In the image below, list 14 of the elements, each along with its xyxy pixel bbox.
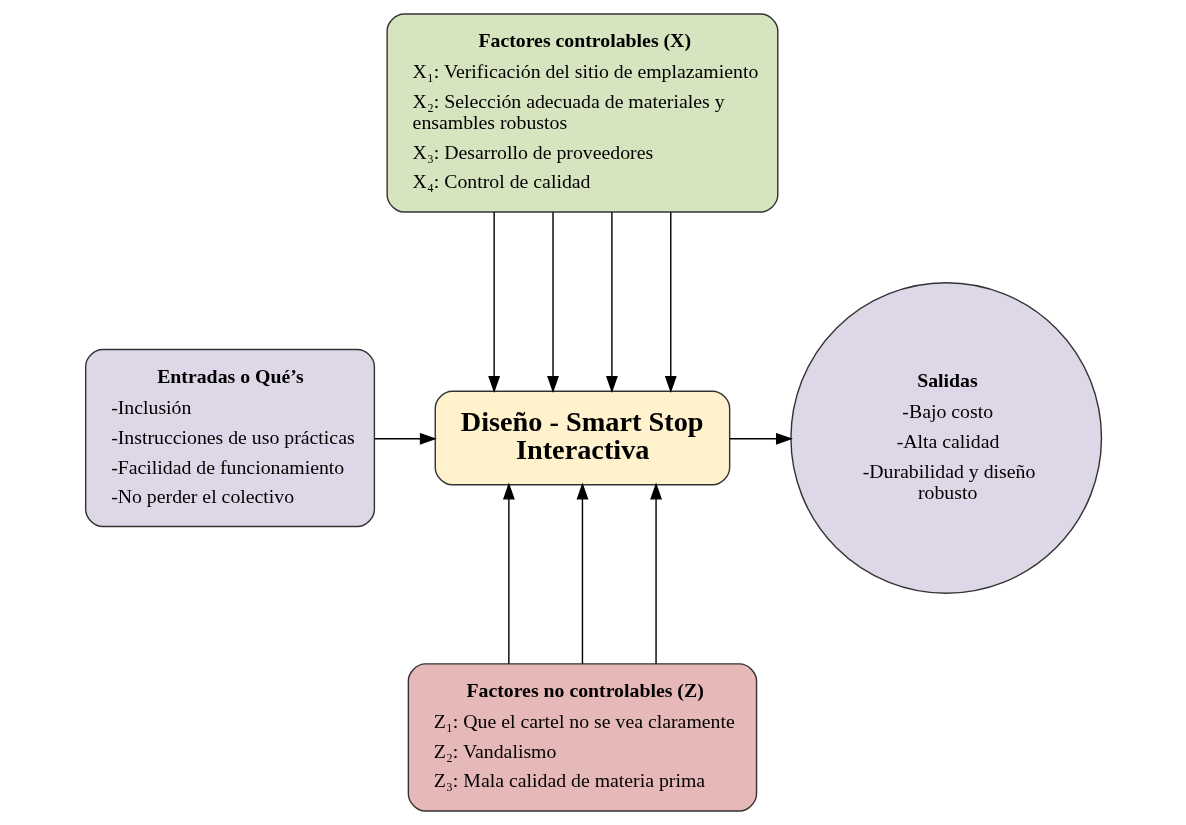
arrow (502, 482, 515, 665)
node-box: Entradas o Qué’s -Inclusión -Instrucciones de uso prácticas -Facilidad de funcionamiento -No perder el colectivo (84, 348, 375, 528)
arrow (576, 482, 588, 665)
node-box: Factores controlables (X) X₁: Verificación del sitio de emplazamiento X₂: Selección adecuada de materiales y ensambles robustos X₃: Desarrollo de proveedores X₄: Control de calidad (385, 13, 778, 213)
arrow (487, 211, 500, 394)
arrow (664, 211, 677, 394)
arrow (373, 432, 437, 445)
node-box: Diseño - Smart Stop Interactiva (434, 390, 730, 486)
node-box: Factores no controlables (Z) Z₁: Que el cartel no se vea claramente Z₂: Vandalismo Z₃: Mala calidad de materia prima (407, 663, 757, 812)
arrow (649, 482, 662, 665)
node-circle: Salidas -Bajo costo -Alta calidad -Durabilidad y diseño robusto (789, 282, 1102, 594)
arrow (728, 432, 793, 445)
arrow (605, 211, 618, 394)
arrow (546, 211, 559, 394)
